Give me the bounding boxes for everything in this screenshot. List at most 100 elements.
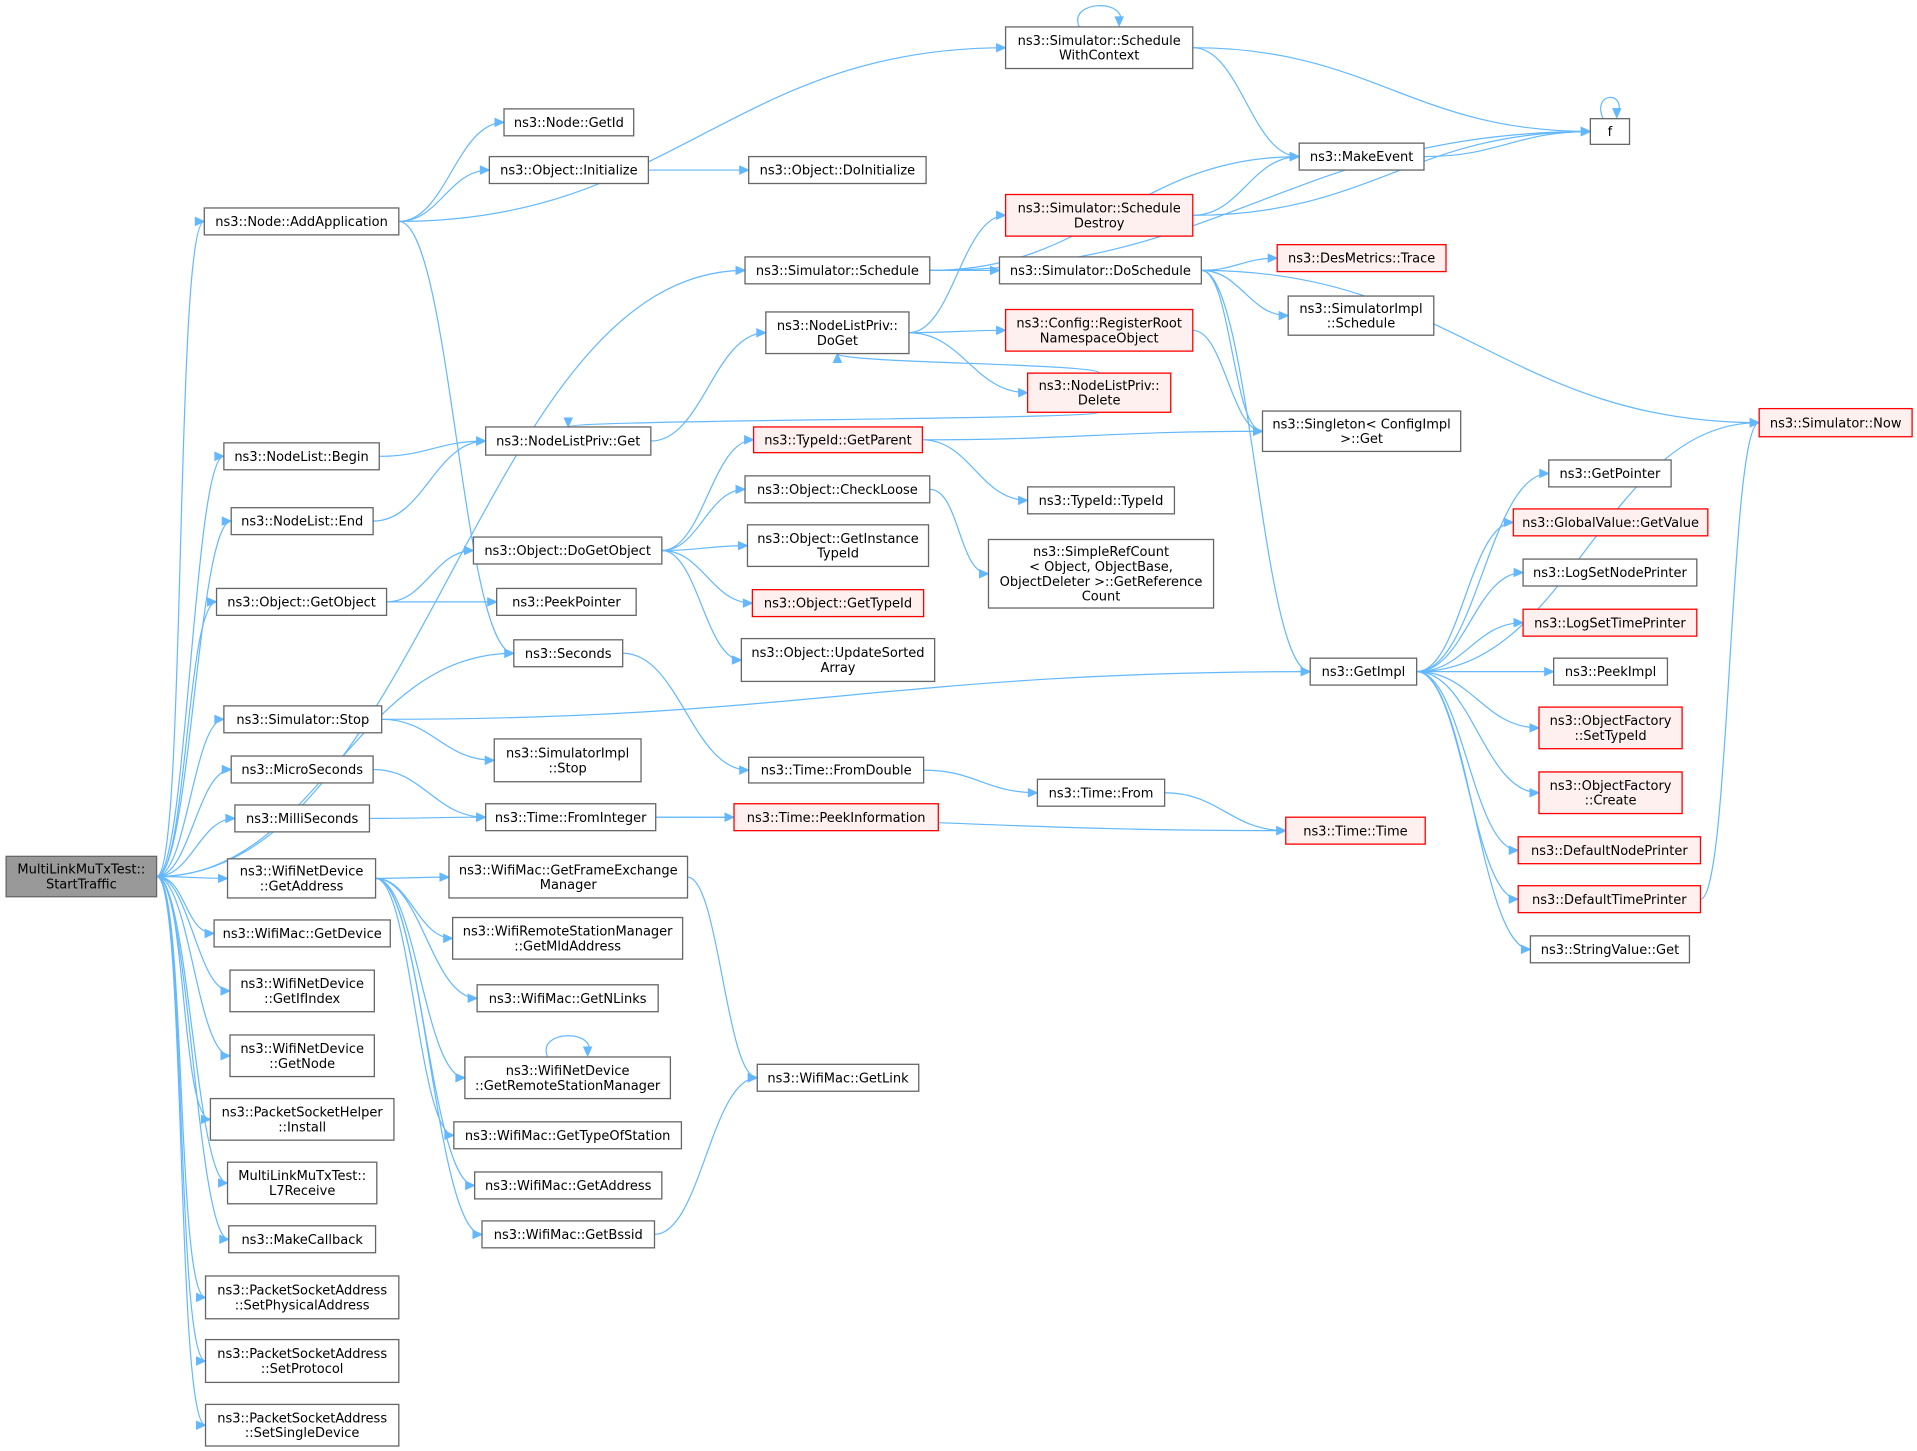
node-microseconds[interactable]: ns3::MicroSeconds — [230, 755, 374, 784]
node-psasetproto[interactable]: ns3::PacketSocketAddress::SetProtocol — [204, 1338, 400, 1384]
edge-root-to-pshinstall-arrowhead — [200, 1114, 212, 1125]
node-peekpointer[interactable]: ns3::PeekPointer — [496, 587, 637, 616]
node-root[interactable]: MultiLinkMuTxTest::StartTraffic — [5, 855, 158, 898]
node-label: ns3::PacketSocketAddress — [217, 1411, 387, 1426]
edge-root-to-makecallback-arrowhead — [219, 1234, 230, 1245]
edge-schedctx-to-f-line — [1192, 47, 1591, 133]
node-gvgetvalue[interactable]: ns3::GlobalValue::GetValue — [1512, 508, 1709, 537]
node-nlpdelete[interactable]: ns3::NodeListPriv::Delete — [1026, 372, 1172, 413]
node-desmetrics[interactable]: ns3::DesMetrics::Trace — [1276, 244, 1447, 273]
node-checkloose[interactable]: ns3::Object::CheckLoose — [744, 475, 931, 504]
node-psasetsingle[interactable]: ns3::PacketSocketAddress::SetSingleDevic… — [204, 1403, 400, 1447]
node-getrsm[interactable]: ns3::WifiNetDevice::GetRemoteStationMana… — [464, 1056, 672, 1100]
node-objdoinit[interactable]: ns3::Object::DoInitialize — [748, 155, 927, 185]
node-peekinfo[interactable]: ns3::Time::PeekInformation — [733, 803, 939, 832]
node-gettypeid[interactable]: ns3::Object::GetTypeId — [751, 589, 925, 618]
node-timetime[interactable]: ns3::Time::Time — [1285, 816, 1426, 845]
edge-getimpl-to-gvgetvalue-line — [1416, 521, 1514, 673]
node-deftimeprinter[interactable]: ns3::DefaultTimePrinter — [1517, 885, 1702, 914]
node-dogetobject[interactable]: ns3::Object::DoGetObject — [472, 536, 663, 565]
node-simnow[interactable]: ns3::Simulator::Now — [1758, 407, 1913, 438]
node-frominteger[interactable]: ns3::Time::FromInteger — [485, 803, 657, 832]
node-typeidtypeid[interactable]: ns3::TypeId::TypeId — [1026, 486, 1176, 515]
node-nlpget[interactable]: ns3::NodeListPriv::Get — [485, 426, 652, 456]
node-objinit[interactable]: ns3::Object::Initialize — [488, 155, 650, 185]
node-getmld[interactable]: ns3::WifiRemoteStationManager::GetMldAdd… — [451, 916, 684, 960]
edge-getobject-to-dogetobject-arrowhead — [463, 545, 475, 556]
edge-nlpdelete-to-nlpget-line — [567, 411, 1100, 428]
node-label: ns3::LogSetTimePrinter — [1534, 616, 1686, 631]
node-psasetphys[interactable]: ns3::PacketSocketAddress::SetPhysicalAdd… — [204, 1275, 400, 1320]
edge-root-to-wndgetifindex-arrowhead — [220, 986, 232, 996]
edge-wndgetaddr-to-getbssid-line — [375, 877, 483, 1235]
node-label: ns3::WifiMac::GetDevice — [223, 927, 382, 942]
node-simimplsched[interactable]: ns3::SimulatorImpl::Schedule — [1287, 295, 1435, 336]
node-fromdouble[interactable]: ns3::Time::FromDouble — [748, 756, 925, 784]
node-singleton[interactable]: ns3::Singleton< ConfigImpl>::Get — [1261, 410, 1462, 453]
node-simimplstop[interactable]: ns3::SimulatorImpl::Stop — [493, 738, 642, 783]
node-getpointer[interactable]: ns3::GetPointer — [1548, 459, 1672, 488]
node-gettos[interactable]: ns3::WifiMac::GetTypeOfStation — [453, 1121, 683, 1150]
edge-nlpget-to-nlpdoget — [650, 327, 768, 442]
node-label: ns3::WifiMac::GetLink — [767, 1071, 909, 1086]
node-milliseconds[interactable]: ns3::MilliSeconds — [234, 804, 371, 833]
edge-seconds-to-fromdouble-line — [622, 652, 749, 771]
node-seconds[interactable]: ns3::Seconds — [513, 639, 624, 668]
edge-getimpl-to-logsettime-arrowhead — [1513, 617, 1525, 628]
edge-schedule-to-doschedule — [929, 265, 1001, 276]
node-simstop[interactable]: ns3::Simulator::Stop — [223, 705, 383, 734]
node-nlpdoget[interactable]: ns3::NodeListPriv::DoGet — [765, 311, 910, 355]
node-getnlinks[interactable]: ns3::WifiMac::GetNLinks — [476, 984, 659, 1013]
node-pshinstall[interactable]: ns3::PacketSocketHelper::Install — [209, 1097, 395, 1141]
nodes-layer: MultiLinkMuTxTest::StartTraffic ns3::Node… — [5, 26, 1913, 1447]
edge-nlend-to-nlpget-arrowhead — [476, 436, 487, 446]
node-label: Delete — [1078, 394, 1121, 409]
node-getobject[interactable]: ns3::Object::GetObject — [215, 587, 388, 616]
node-timefrom[interactable]: ns3::Time::From — [1036, 778, 1166, 807]
node-wndgetaddr[interactable]: ns3::WifiNetDevice::GetAddress — [226, 858, 377, 899]
node-getid[interactable]: ns3::Node::GetId — [503, 108, 635, 137]
node-addapp[interactable]: ns3::Node::AddApplication — [203, 207, 400, 236]
node-l7receive[interactable]: MultiLinkMuTxTest::L7Receive — [226, 1161, 378, 1205]
node-box — [1276, 244, 1447, 273]
edge-objinit-to-objdoinit — [648, 165, 750, 175]
node-box — [204, 1275, 400, 1320]
node-typeidparent[interactable]: ns3::TypeId::GetParent — [752, 426, 924, 454]
node-doschedule[interactable]: ns3::Simulator::DoSchedule — [998, 256, 1202, 285]
node-simplerefcount[interactable]: ns3::SimpleRefCount< Object, ObjectBase,… — [987, 538, 1215, 609]
node-peekimpl[interactable]: ns3::PeekImpl — [1553, 657, 1669, 686]
node-getbssid[interactable]: ns3::WifiMac::GetBssid — [481, 1220, 656, 1249]
node-defnodeprinter[interactable]: ns3::DefaultNodePrinter — [1517, 836, 1702, 865]
node-makeevent[interactable]: ns3::MakeEvent — [1298, 142, 1425, 171]
node-wndgetnode[interactable]: ns3::WifiNetDevice::GetNode — [229, 1034, 375, 1078]
edge-root-to-milliseconds — [156, 813, 237, 878]
node-f[interactable]: f — [1589, 118, 1631, 146]
node-label: Count — [1082, 590, 1121, 605]
node-nlbegin[interactable]: ns3::NodeList::Begin — [223, 442, 380, 471]
node-macgetaddr[interactable]: ns3::WifiMac::GetAddress — [474, 1171, 663, 1200]
node-schedule[interactable]: ns3::Simulator::Schedule — [744, 256, 931, 285]
node-logsettime[interactable]: ns3::LogSetTimePrinter — [1522, 608, 1698, 637]
node-logsetnode[interactable]: ns3::LogSetNodePrinter — [1522, 558, 1698, 587]
node-getimpl[interactable]: ns3::GetImpl — [1309, 657, 1418, 686]
node-label: ns3::Simulator::Stop — [236, 713, 369, 728]
node-strvalueget[interactable]: ns3::StringValue::Get — [1529, 935, 1691, 964]
node-wndgetifindex[interactable]: ns3::WifiNetDevice::GetIfIndex — [229, 969, 375, 1013]
edge-nlbegin-to-nlpget — [379, 436, 487, 457]
edge-doschedule-to-simnow-line — [1201, 269, 1760, 424]
edge-getobject-to-dogetobject-line — [386, 549, 474, 603]
node-ofcreate[interactable]: ns3::ObjectFactory::Create — [1538, 771, 1683, 815]
node-makecallback[interactable]: ns3::MakeCallback — [228, 1225, 377, 1254]
node-nlend[interactable]: ns3::NodeList::End — [230, 507, 374, 536]
node-getlink[interactable]: ns3::WifiMac::GetLink — [756, 1063, 920, 1092]
node-ofsettypeid[interactable]: ns3::ObjectFactory::SetTypeId — [1538, 706, 1683, 750]
node-macgetdevice[interactable]: ns3::WifiMac::GetDevice — [213, 919, 391, 948]
node-box — [740, 637, 936, 683]
node-box — [481, 1220, 656, 1249]
